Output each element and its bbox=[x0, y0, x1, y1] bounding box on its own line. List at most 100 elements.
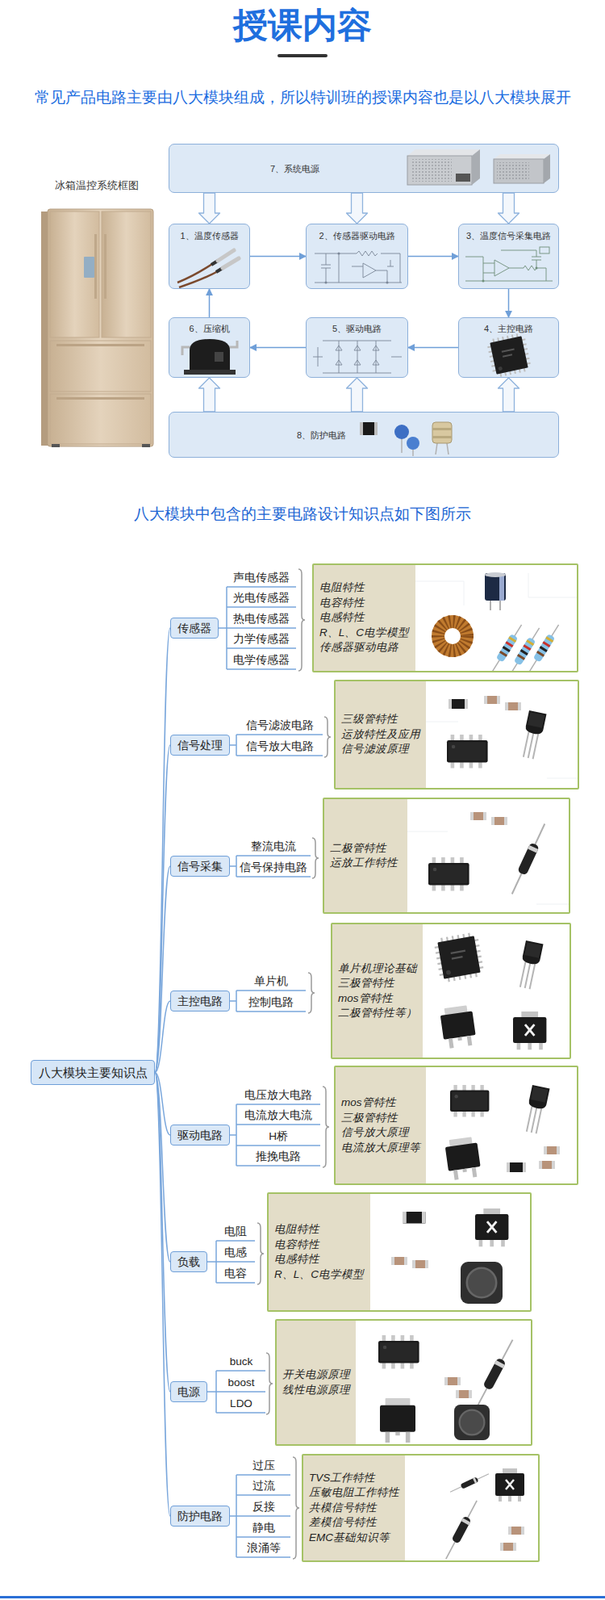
fridge-illustration bbox=[101, 211, 151, 338]
components-picture bbox=[428, 856, 470, 890]
components-picture bbox=[425, 1066, 577, 1185]
components-picture bbox=[516, 939, 544, 989]
knowledge-text: 电阻特性 bbox=[274, 1221, 320, 1237]
components-picture bbox=[484, 571, 506, 610]
power-supply-picture bbox=[407, 155, 472, 185]
topic-label: 反接 bbox=[252, 1499, 276, 1513]
flow-arrow bbox=[408, 346, 459, 349]
block-arrow bbox=[199, 377, 221, 412]
block-arrow bbox=[498, 377, 520, 412]
components-picture bbox=[513, 1010, 547, 1049]
topic-label: 信号保持电路 bbox=[239, 860, 308, 874]
components-picture bbox=[448, 698, 468, 709]
topic-label: H桥 bbox=[268, 1129, 288, 1143]
node-label: 3、温度信号采集电路 bbox=[466, 229, 551, 242]
block-arrow bbox=[199, 192, 221, 224]
mindmap-root: 八大模块主要知识点 bbox=[30, 1059, 155, 1085]
subtitle: 常见产品电路主要由八大模块组成，所以特训班的授课内容也是以八大模块展开 bbox=[34, 87, 572, 108]
panel-text-column: TVS工作特性压敏电阻工作特性共模信号特性差模信号特性EMC基础知识等 bbox=[303, 1454, 405, 1560]
knowledge-text: R、L、C电学模型 bbox=[274, 1266, 364, 1282]
protection-parts-picture bbox=[406, 436, 420, 450]
knowledge-text: R、L、C电学模型 bbox=[319, 625, 409, 641]
components-picture bbox=[491, 816, 508, 825]
curly-brackets bbox=[308, 972, 315, 1013]
bottom-rule bbox=[0, 1594, 605, 1598]
knowledge-text: 电流放大原理等 bbox=[341, 1139, 421, 1156]
knowledge-text: 三极管特性 bbox=[341, 1109, 398, 1126]
power-supply-picture bbox=[411, 158, 452, 182]
schematic-picture bbox=[356, 250, 378, 256]
knowledge-panel: 三级管特性运放特性及应用信号滤波原理 bbox=[333, 679, 580, 789]
components-picture bbox=[519, 709, 547, 760]
knowledge-text: 差模信号特性 bbox=[308, 1514, 377, 1530]
topic-label: 过流 bbox=[252, 1478, 276, 1492]
fridge-illustration bbox=[41, 208, 154, 447]
knowledge-text: mos管特性 bbox=[337, 990, 393, 1006]
components-picture bbox=[506, 1161, 526, 1172]
mindmap-branch bbox=[154, 1072, 171, 1516]
panel-text-column: 电阻特性电容特性电感特性R、L、C电学模型 bbox=[268, 1193, 371, 1310]
module-box: 5、驱动电路 bbox=[305, 317, 409, 378]
fridge-illustration bbox=[50, 340, 151, 392]
mindmap-branch bbox=[154, 744, 171, 1073]
topic-label: 力学传感器 bbox=[233, 632, 290, 646]
node-label: 5、驱动电路 bbox=[332, 322, 382, 334]
knowledge-text: 电容特性 bbox=[274, 1236, 320, 1252]
components-picture bbox=[433, 930, 485, 983]
schematic-picture bbox=[523, 265, 547, 281]
components-picture bbox=[500, 1541, 517, 1550]
schematic-picture bbox=[314, 253, 402, 283]
components-picture bbox=[407, 798, 569, 914]
power-supply-picture bbox=[407, 149, 480, 156]
fridge-illustration bbox=[94, 233, 97, 299]
knowledge-text: 压敏电阻工作特性 bbox=[308, 1484, 400, 1500]
protection-parts-picture bbox=[432, 435, 452, 439]
node-label: 八大模块主要知识点 bbox=[38, 1063, 148, 1081]
panel-text-column: 单片机理论基础三极管特性mos管特性二极管特性等） bbox=[332, 923, 423, 1057]
panel-text-column: 二极管特性运放工作特性 bbox=[324, 798, 408, 912]
power-supply-picture bbox=[543, 154, 551, 184]
knowledge-text: 线性电源原理 bbox=[282, 1381, 351, 1398]
protection-parts-picture bbox=[432, 421, 452, 443]
knowledge-text: 二极管特性等） bbox=[337, 1005, 418, 1021]
schematic-picture bbox=[482, 279, 485, 283]
knowledge-text: 电容特性 bbox=[319, 595, 365, 611]
knowledge-text: 共模信号特性 bbox=[308, 1499, 377, 1515]
node-label: 6、压缩机 bbox=[188, 322, 230, 334]
module-box: 6、压缩机 bbox=[168, 317, 251, 378]
components-picture bbox=[488, 621, 526, 672]
topic-label: 推挽电路 bbox=[255, 1149, 301, 1163]
knowledge-text: EMC基础知识等 bbox=[308, 1529, 390, 1545]
node-label: 主控电路 bbox=[177, 993, 223, 1008]
node-label: 驱动电路 bbox=[177, 1126, 223, 1142]
components-picture bbox=[412, 1259, 429, 1268]
mcu-picture bbox=[486, 332, 533, 378]
sensor-picture bbox=[179, 270, 220, 288]
fridge-illustration bbox=[141, 443, 151, 447]
fridge-illustration bbox=[50, 393, 151, 444]
node-label: 8、防护电路 bbox=[296, 429, 347, 441]
module-box: 2、传感器驱动电路 bbox=[305, 223, 409, 289]
components-picture bbox=[355, 1319, 531, 1445]
schematic-picture bbox=[535, 267, 539, 270]
schematic-picture bbox=[325, 252, 389, 284]
flow-arrow bbox=[208, 288, 211, 318]
knowledge-text: mos管特性 bbox=[341, 1094, 397, 1110]
sensor-picture bbox=[217, 250, 234, 261]
node-label: 4、主控电路 bbox=[484, 322, 534, 334]
components-picture bbox=[522, 1084, 551, 1134]
schematic-picture bbox=[482, 267, 539, 283]
power-supply-picture bbox=[493, 154, 551, 159]
schematic-picture bbox=[325, 281, 328, 284]
knowledge-text: 信号放大原理 bbox=[341, 1124, 409, 1140]
topic-label: 电学传感器 bbox=[233, 653, 290, 667]
compressor-picture bbox=[189, 338, 230, 373]
sensor-picture bbox=[177, 262, 215, 283]
components-picture bbox=[446, 734, 489, 768]
power-supply-picture bbox=[496, 162, 530, 180]
topic-box: 主控电路 bbox=[170, 989, 230, 1011]
compressor-picture bbox=[183, 369, 236, 375]
curly-brackets bbox=[292, 1456, 300, 1558]
schematic-picture bbox=[500, 250, 542, 268]
protection-parts-picture bbox=[432, 427, 452, 430]
